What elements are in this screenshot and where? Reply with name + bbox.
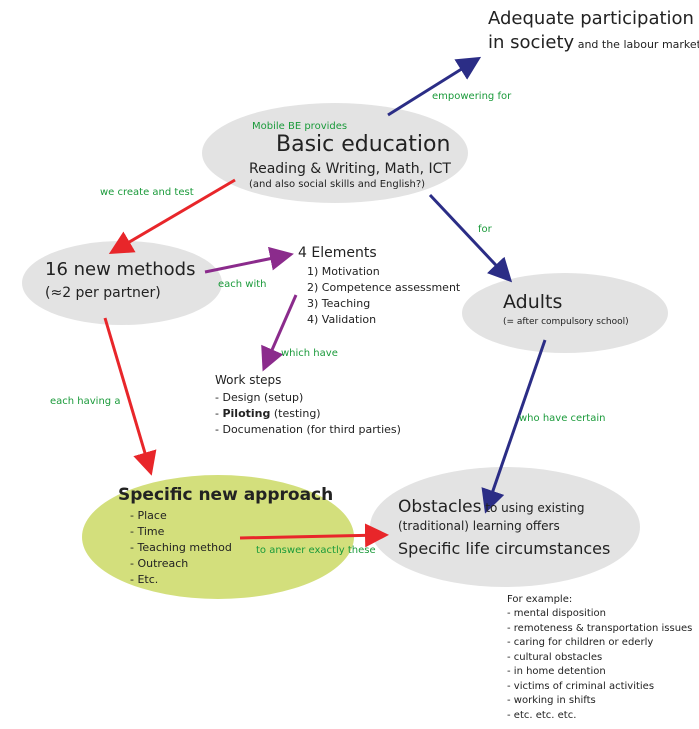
methods-node [22,241,222,325]
workstep-text: Design (setup) [222,391,304,404]
goal-line1: Adequate participation [488,8,694,29]
example-item: - etc. etc. etc. [507,709,577,721]
arrow-create-test [108,178,236,255]
goal-society: in society [488,32,575,53]
workstep-item: - Piloting (testing) [215,406,401,422]
element-item: 1) Motivation [307,265,380,278]
worksteps-title: Work steps [215,373,282,387]
example-item: - victims of criminal activities [507,680,655,692]
element-item: 2) Competence assessment [307,281,461,294]
arrow-answer [239,523,389,548]
arrow-which-have [261,294,298,372]
arrow-each-with [204,246,294,274]
elements-title: 4 Elements [298,245,377,261]
obstacles-rest: to using existing [481,501,585,515]
example-item: - caring for children or ederly [507,637,654,648]
label-empowering: empowering for [432,91,512,102]
approach-item: - Time [130,525,165,538]
adults-title: Adults [503,291,563,313]
examples-title: For example: [507,594,573,605]
example-item: - in home detention [507,666,606,677]
label-which-have: which have [281,348,338,359]
example-item: - cultural obstacles [507,651,603,663]
worksteps-list: - Design (setup) - Piloting (testing) - … [215,390,401,438]
approach-item: - Outreach [130,557,189,570]
label-for: for [478,224,492,235]
workstep-item: - Documenation (for third parties) [215,422,401,438]
adults-node [462,273,668,353]
basic-sub: Reading & Writing, Math, ICT [249,161,451,177]
approach-node [82,475,354,599]
approach-item: - Etc. [130,573,159,586]
obstacles-node [370,467,640,587]
approach-item: - Place [130,509,167,522]
arrow-each-having [103,317,157,476]
basic-pre: Mobile BE provides [252,121,348,132]
element-item: 4) Validation [307,313,377,326]
example-item: - remoteness & transportation issues [507,622,693,634]
obstacles-line2: (traditional) learning offers [398,519,560,533]
bullet: - [215,391,223,404]
adults-sub: (= after compulsory school) [503,317,629,327]
arrow-empowering [387,56,482,117]
approach-list: - Place - Time - Teaching method - Outre… [130,508,232,588]
goal-line2: in society and the labour market [488,32,699,54]
approach-item: - Teaching method [130,541,232,554]
label-create-test: we create and test [100,187,194,198]
example-item: - working in shifts [507,695,596,706]
basic-education-node [202,103,468,203]
label-answer: to answer exactly these [256,545,376,556]
bullet: - [215,407,223,420]
methods-title: 16 new methods [45,259,196,280]
element-item: 3) Teaching [307,297,371,310]
obstacles-line1: Obstacles to using existing [398,497,585,517]
methods-sub: (≈2 per partner) [45,285,161,301]
basic-note: (and also social skills and English?) [249,179,426,190]
elements-list: 1) Motivation 2) Competence assessment 3… [307,264,460,328]
goal-labour: and the labour market [574,38,699,51]
example-item: - mental disposition [507,608,606,619]
obstacles-line3: Specific life circumstances [398,539,611,558]
obstacles-title: Obstacles [398,497,482,517]
basic-title: Basic education [276,132,451,157]
workstep-item: - Design (setup) [215,390,401,406]
label-who-have: who have certain [519,413,606,424]
label-each-with: each with [218,279,267,290]
label-each-having: each having a [50,396,121,407]
bullet: - [215,423,223,436]
workstep-text: Documenation (for third parties) [222,423,401,436]
arrow-who-have [481,339,547,514]
examples-list: - mental disposition - remoteness & tran… [507,607,692,723]
arrow-for [428,193,513,283]
workstep-bold: Piloting [222,407,271,420]
approach-title: Specific new approach [118,485,334,505]
workstep-text: (testing) [270,407,321,420]
